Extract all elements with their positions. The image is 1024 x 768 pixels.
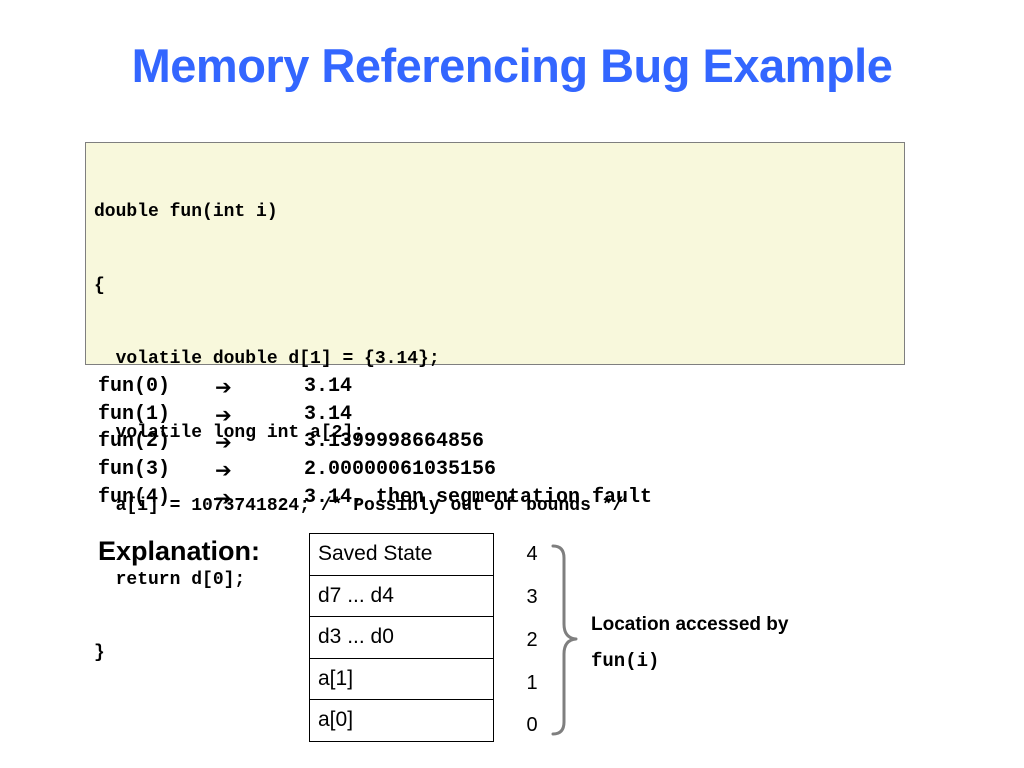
stack-cell: a[1] [309,657,494,700]
stack-layout-table: Saved State d7 ... d4 d3 ... d0 a[1] a[0… [309,533,494,742]
stack-row: d7 ... d4 [309,574,494,617]
right-arrow-icon: ➔ [215,430,232,455]
function-call: fun(2) [98,430,171,454]
result-row: fun(1) ➔ 3.14 [98,403,352,431]
stack-row: a[0] [309,699,494,742]
stack-cell: a[0] [309,699,494,742]
result-row: fun(4) ➔ 3.14, then segmentation fault [98,486,652,514]
right-arrow-icon: ➔ [215,402,232,427]
return-value: 3.14, then segmentation fault [304,485,653,509]
function-call: fun(0) [98,375,171,398]
location-code: fun(i) [591,650,660,672]
function-call: fun(1) [98,402,171,426]
right-curly-brace-icon [551,544,578,736]
result-row: fun(3) ➔ 2.00000061035156 [98,458,496,486]
slide-title: Memory Referencing Bug Example [131,39,893,92]
stack-index: 4 [526,543,538,565]
code-line: double fun(int i) [94,202,278,222]
explanation-heading: Explanation: [98,536,261,566]
return-value: 3.1399998664856 [304,430,485,454]
right-arrow-icon: ➔ [215,375,232,399]
return-value: 2.00000061035156 [304,458,497,482]
stack-row: d3 ... d0 [309,616,494,659]
location-label: Location accessed by [591,614,789,635]
function-call: fun(4) [98,485,171,509]
result-row: fun(0) ➔ 3.14 [98,375,352,403]
stack-row: Saved State [309,533,494,576]
result-row: fun(2) ➔ 3.1399998664856 [98,430,484,458]
return-value: 3.14 [304,375,353,398]
stack-index: 2 [526,629,538,651]
code-block: double fun(int i) { volatile double d[1]… [85,142,905,663]
stack-index: 1 [526,672,538,694]
function-call: fun(3) [98,458,171,482]
right-arrow-icon: ➔ [215,485,232,510]
stack-index: 3 [526,586,538,608]
return-value: 3.14 [304,402,353,426]
code-line: volatile long int a[2]; [94,422,365,443]
stack-index: 0 [526,714,538,736]
code-line: a[i] = 1073741824; /* Possibly out of bo… [94,496,624,516]
results-list: fun(0) ➔ 3.14 fun(1) ➔ 3.14 fun(2) ➔ 3.1… [98,375,652,514]
code-line: { [94,275,105,296]
stack-cell: Saved State [309,533,494,576]
code-line: } [94,643,105,663]
right-arrow-icon: ➔ [215,458,232,483]
stack-cell: d7 ... d4 [309,574,494,617]
stack-cell: d3 ... d0 [309,616,494,659]
code-line: return d[0]; [94,569,246,590]
code-line: volatile double d[1] = {3.14}; [94,349,440,369]
stack-row: a[1] [309,657,494,700]
